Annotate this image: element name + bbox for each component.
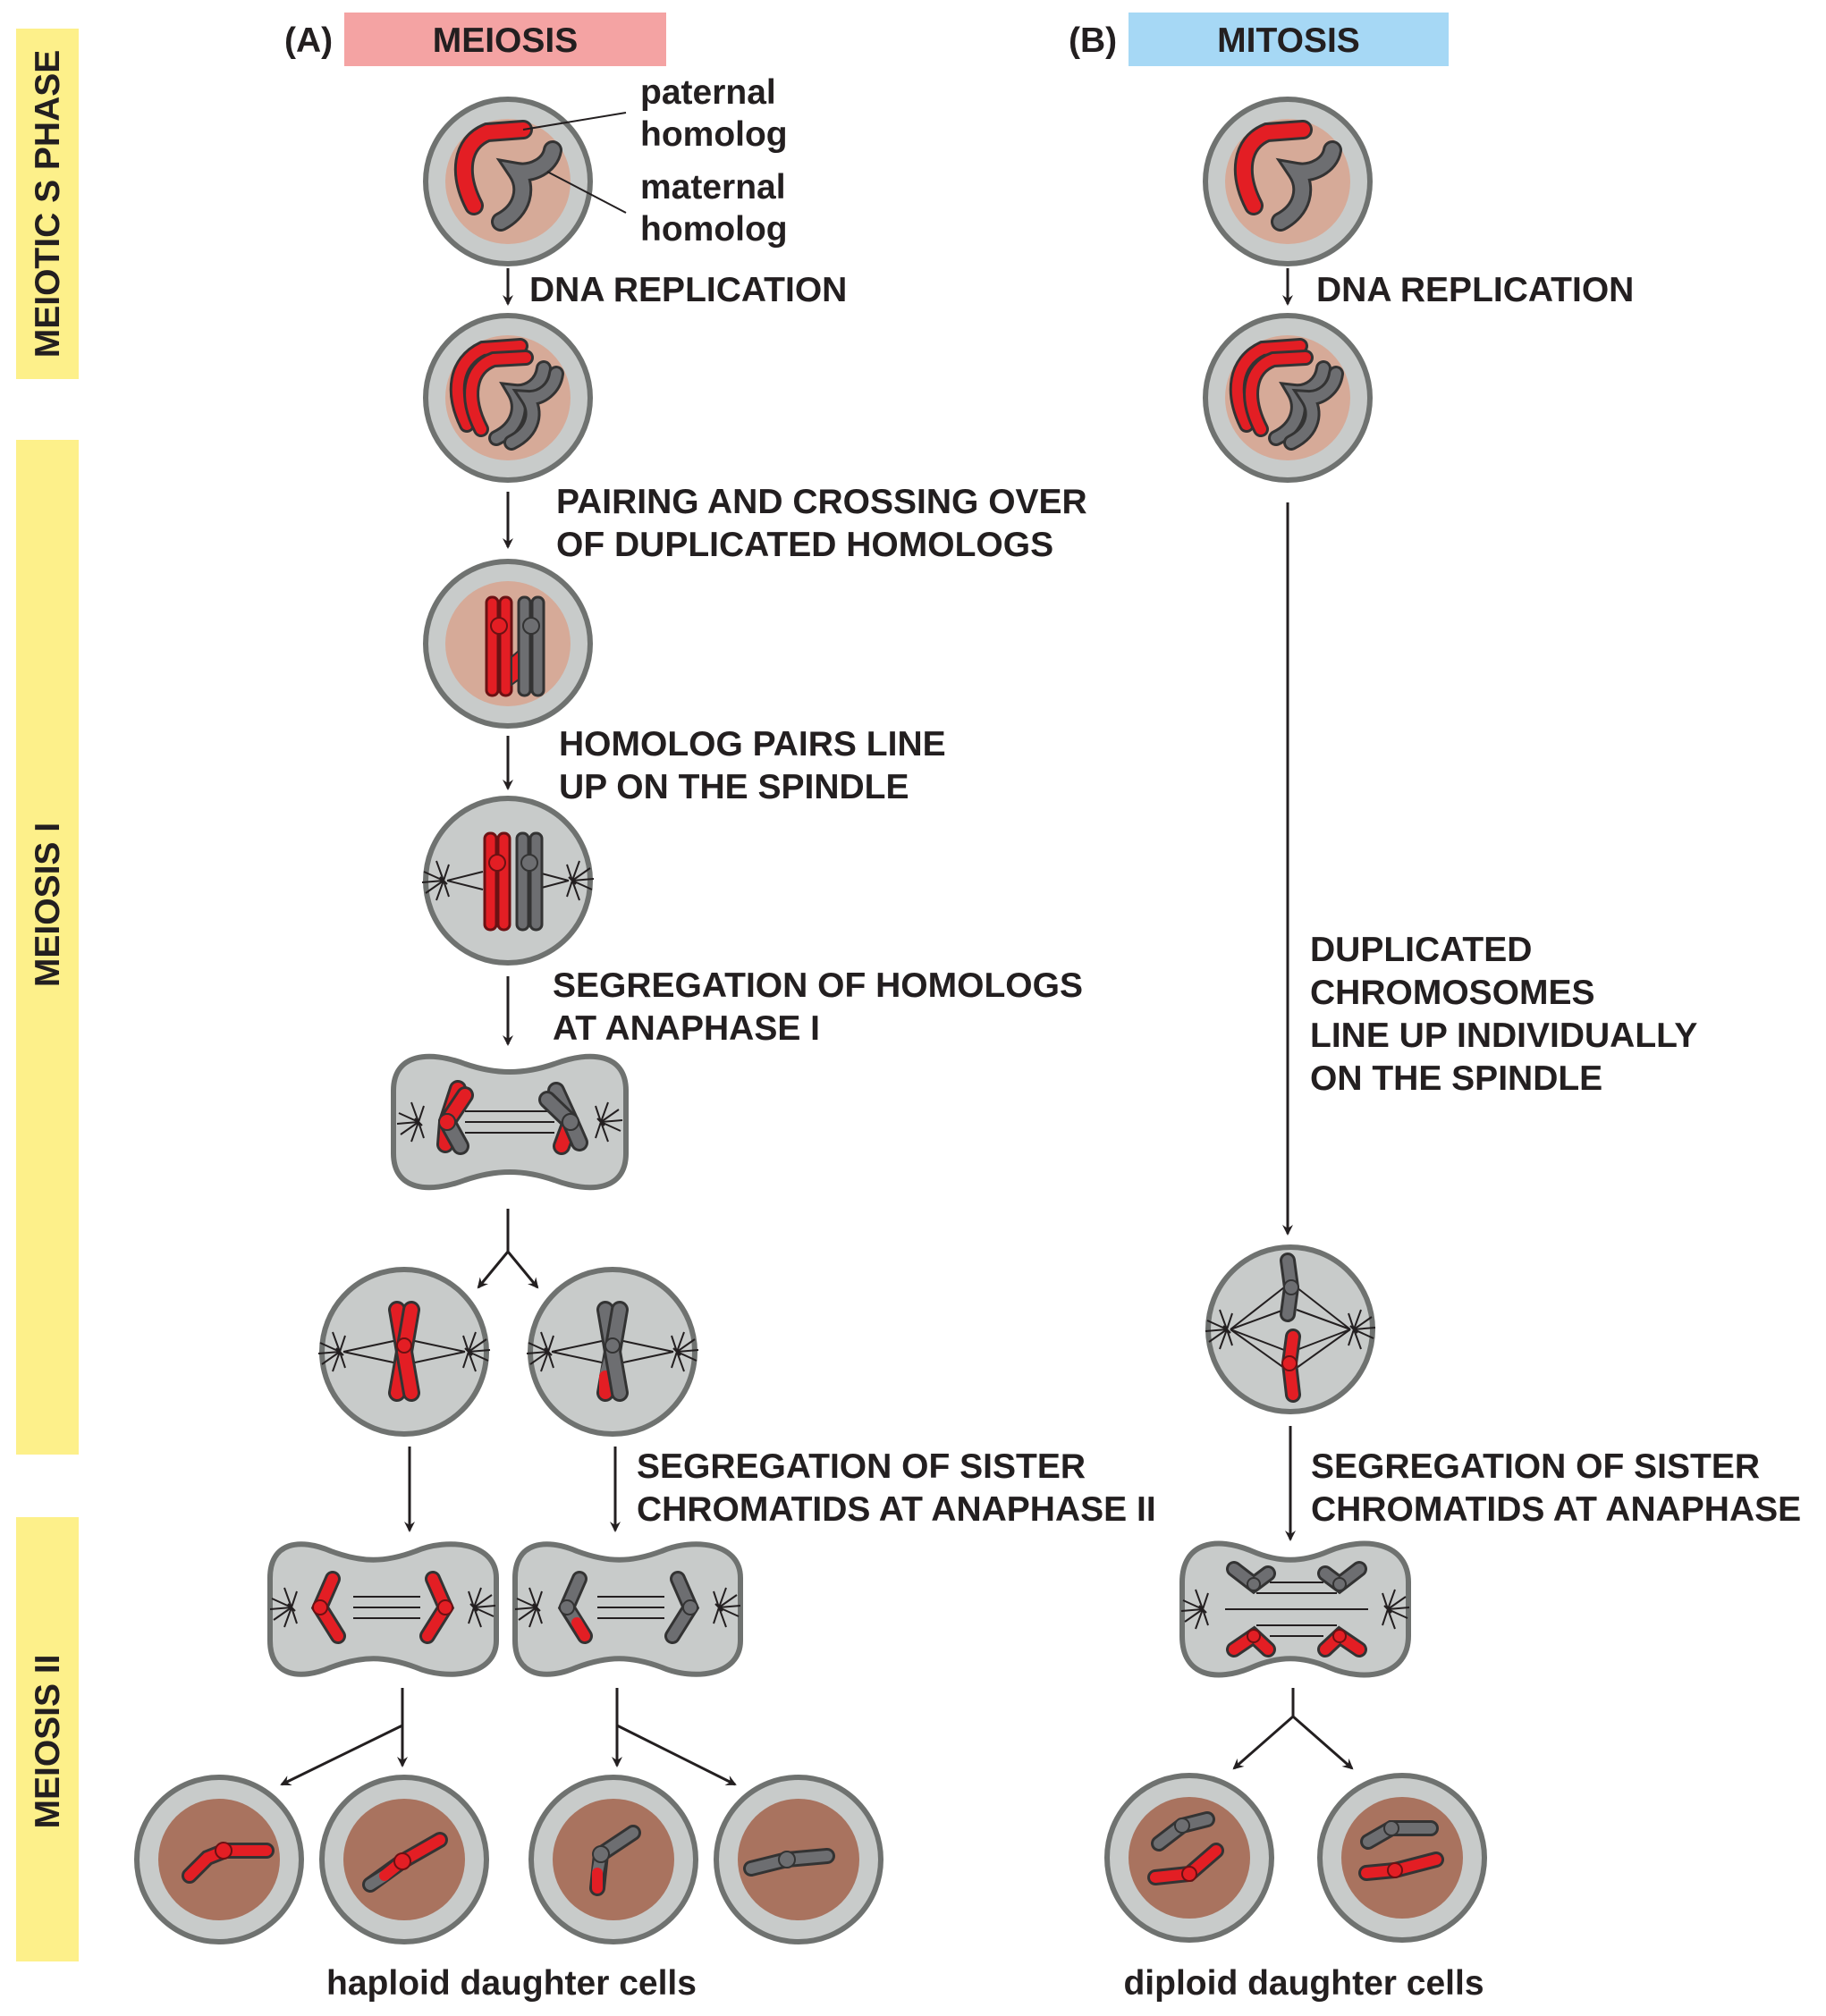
meiosis-seg2-label-1: SEGREGATION OF SISTER (637, 1447, 1086, 1486)
haploid-daughter-cell-2 (319, 1775, 489, 1944)
meiosis-seg2-label-2: CHROMATIDS AT ANAPHASE II (637, 1490, 1156, 1529)
panel-a-letter: (A) (284, 21, 333, 60)
meiosis-replication-label: DNA REPLICATION (529, 271, 847, 309)
meiosis-cell-3 (423, 559, 593, 729)
meiosis-cell-4 (421, 796, 595, 966)
maternal-label-1: maternal (640, 168, 786, 207)
meiosis-cell-7-maternal (512, 1541, 743, 1677)
arrow (1292, 1715, 1354, 1770)
paternal-label-2: homolog (640, 115, 788, 154)
mitosis-lineup-label-3: LINE UP INDIVIDUALLY (1310, 1016, 1697, 1055)
paternal-chromosome (453, 120, 533, 215)
side-bar-meiotic-s-phase: MEIOTIC S PHASE (16, 29, 79, 379)
meiosis-pairing-label-1: PAIRING AND CROSSING OVER (556, 483, 1087, 521)
mitosis-seg-label-1: SEGREGATION OF SISTER (1311, 1447, 1760, 1486)
panel-a-title: MEIOSIS (433, 21, 579, 60)
side-bar-3-bg (16, 1517, 79, 1961)
meiosis-lineup-label-2: UP ON THE SPINDLE (559, 768, 909, 806)
mitosis-lineup-label-2: CHROMOSOMES (1310, 974, 1595, 1012)
mitosis-lineup-label-4: ON THE SPINDLE (1310, 1059, 1602, 1098)
meiosis-cell-5 (391, 1053, 629, 1191)
meiosis-cell-1 (423, 97, 593, 266)
maternal-label-2: homolog (640, 210, 788, 249)
maternal-chromosome (491, 140, 562, 232)
arrow (506, 1251, 539, 1289)
side-bar-meiosis-1: MEIOSIS I (16, 440, 79, 1455)
haploid-label: haploid daughter cells (326, 1964, 697, 2003)
side-bar-1-label: MEIOTIC S PHASE (29, 50, 67, 358)
meiosis-seg1-label-1: SEGREGATION OF HOMOLOGS (553, 966, 1083, 1005)
haploid-daughter-cell-3 (528, 1775, 698, 1944)
mitosis-seg-label-2: CHROMATIDS AT ANAPHASE (1311, 1490, 1801, 1529)
diploid-label: diploid daughter cells (1123, 1964, 1484, 2003)
arrow (616, 1724, 737, 1786)
paternal-pointer (522, 112, 627, 131)
side-bar-2-bg (16, 440, 79, 1455)
haploid-daughter-cell-1 (134, 1775, 304, 1944)
mitosis-cell-2 (1203, 313, 1373, 483)
mitosis-cell-4 (1179, 1540, 1411, 1678)
mitosis-lineup-label-1: DUPLICATED (1310, 931, 1532, 969)
arrow (477, 1251, 510, 1289)
meiosis-cell-2 (423, 313, 593, 483)
panel-b-title: MITOSIS (1217, 21, 1360, 60)
panel-a-title-bg (344, 13, 666, 66)
arrow (1232, 1715, 1294, 1770)
side-bar-meiosis-2: MEIOSIS II (16, 1517, 79, 1961)
side-bar-2-label: MEIOSIS I (29, 822, 67, 987)
meiosis-cell-6-paternal (317, 1267, 491, 1437)
mitosis-replication-label: DNA REPLICATION (1316, 271, 1634, 309)
side-bar-1-bg (16, 29, 79, 379)
mitosis-cell-3 (1205, 1244, 1376, 1414)
diploid-daughter-cell-1 (1104, 1773, 1274, 1943)
meiosis-pairing-label-2: OF DUPLICATED HOMOLOGS (556, 526, 1053, 564)
arrow (280, 1724, 403, 1786)
paternal-label-1: paternal (640, 73, 776, 112)
diploid-daughter-cell-2 (1317, 1773, 1487, 1943)
meiosis-seg1-label-2: AT ANAPHASE I (553, 1009, 820, 1048)
maternal-pointer (546, 171, 627, 214)
side-bar-3-label: MEIOSIS II (29, 1654, 67, 1828)
haploid-daughter-cell-4 (714, 1775, 883, 1944)
meiosis-cell-6-maternal (526, 1267, 699, 1437)
meiosis-lineup-label-1: HOMOLOG PAIRS LINE (559, 725, 946, 763)
meiosis-cell-7-paternal (267, 1541, 499, 1677)
mitosis-cell-1 (1203, 97, 1373, 266)
panel-b-letter: (B) (1069, 21, 1117, 60)
panel-b-title-bg (1129, 13, 1449, 66)
